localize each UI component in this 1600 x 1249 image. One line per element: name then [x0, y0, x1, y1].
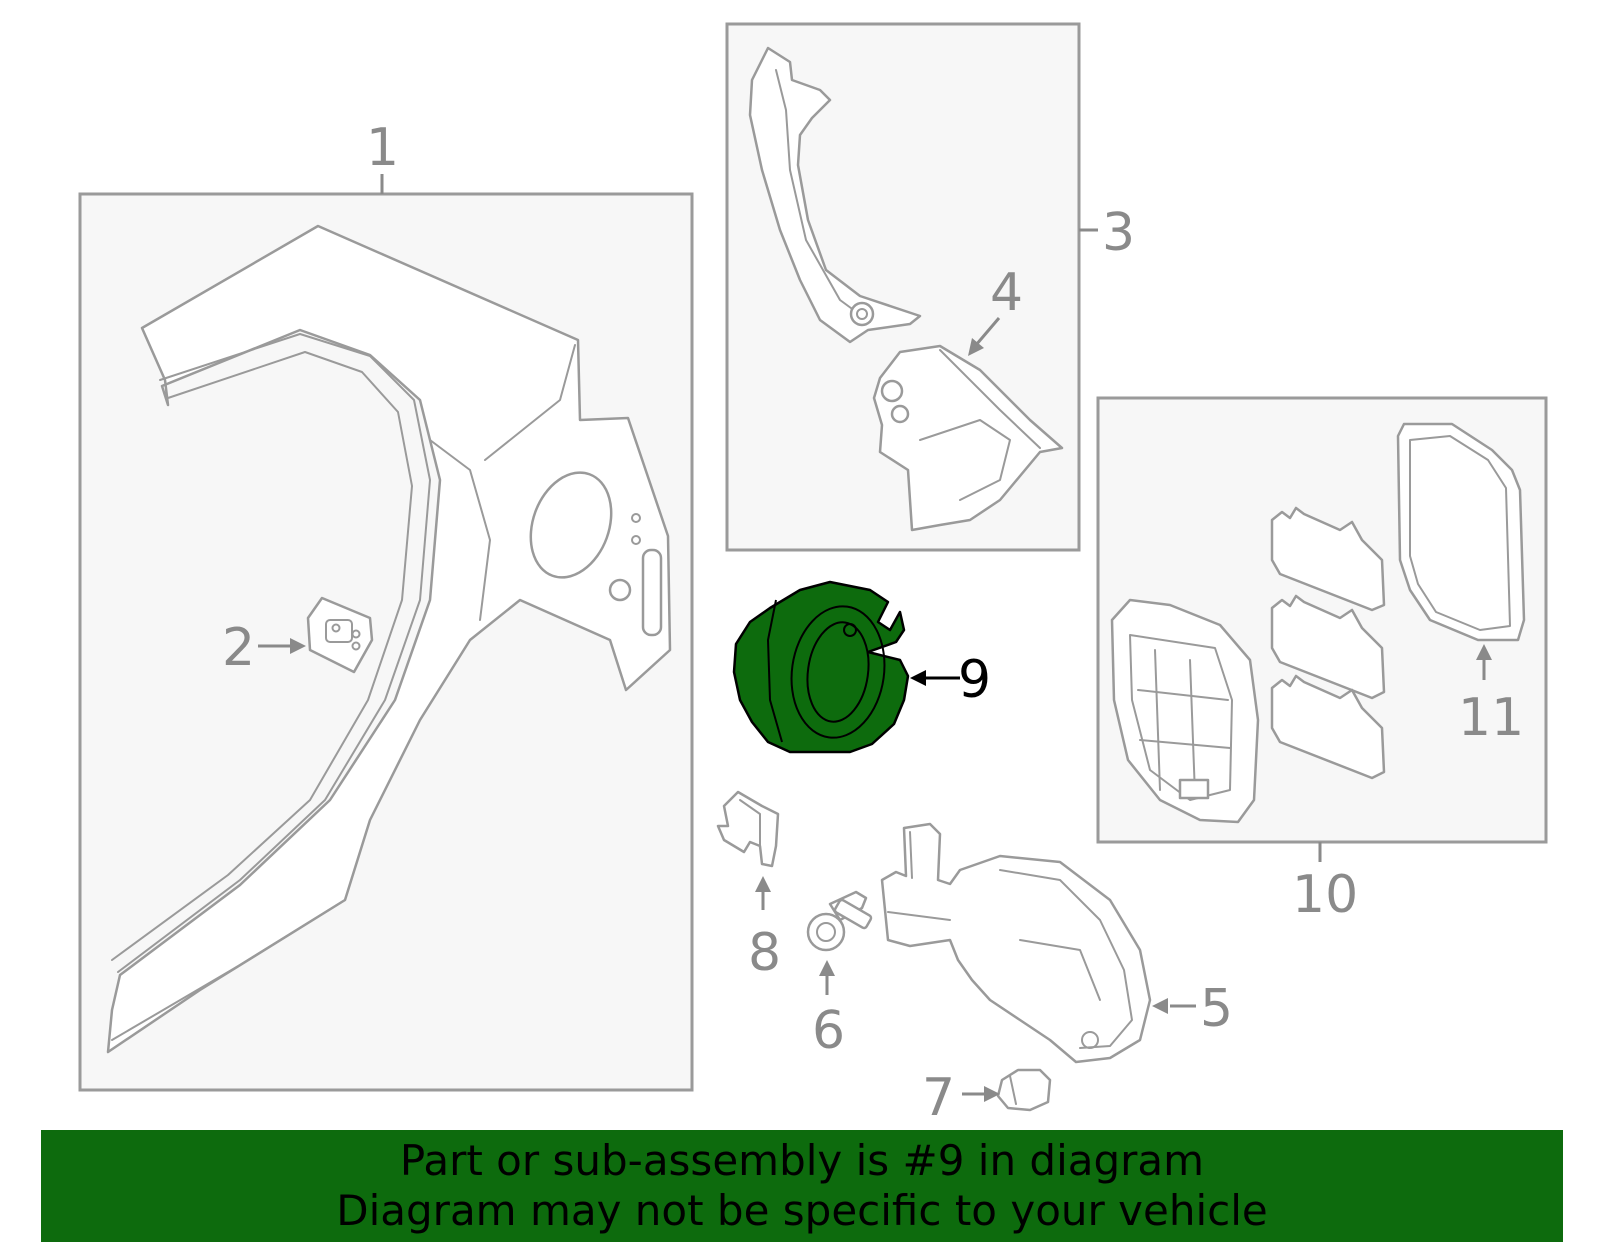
- part-8-clip[interactable]: [716, 790, 780, 868]
- part-4-panel[interactable]: [872, 344, 1064, 532]
- callout-5[interactable]: 5: [1200, 979, 1233, 1039]
- callout-10[interactable]: 10: [1292, 865, 1358, 925]
- parts-diagram: 1 2 3: [78, 22, 1548, 1128]
- callout-4[interactable]: 4: [990, 263, 1023, 323]
- callout-7[interactable]: 7: [922, 1068, 955, 1128]
- callout-2[interactable]: 2: [222, 618, 255, 678]
- callout-8[interactable]: 8: [748, 923, 781, 983]
- callout-3[interactable]: 3: [1102, 203, 1135, 263]
- part-9-filler-housing[interactable]: [732, 580, 910, 754]
- part-3-pillar[interactable]: [748, 46, 922, 344]
- part-2-bracket[interactable]: [306, 596, 374, 674]
- part-10-seals[interactable]: [1270, 506, 1386, 780]
- part-5-fuel-door[interactable]: [880, 822, 1152, 1064]
- part-11-gasket[interactable]: [1396, 422, 1526, 642]
- quarter-panel[interactable]: [106, 224, 672, 1054]
- callout-9[interactable]: 9: [958, 650, 991, 710]
- part-7-clip[interactable]: [996, 1068, 1052, 1112]
- part-10-housing[interactable]: [1110, 598, 1260, 824]
- callout-11[interactable]: 11: [1458, 688, 1524, 748]
- callout-6[interactable]: 6: [812, 1001, 845, 1061]
- info-banner: Part or sub-assembly is #9 in diagram Di…: [41, 1130, 1563, 1242]
- part-group-10[interactable]: 10 11: [1096, 396, 1548, 925]
- arrowhead-9: [910, 670, 926, 686]
- part-group-3[interactable]: 3 4: [725, 22, 1135, 552]
- part-group-1[interactable]: 1 2: [78, 118, 694, 1092]
- banner-line-1: Part or sub-assembly is #9 in diagram: [399, 1136, 1205, 1185]
- banner-line-2: Diagram may not be specific to your vehi…: [336, 1186, 1268, 1235]
- callout-1[interactable]: 1: [366, 118, 399, 178]
- part-6-bolt[interactable]: [806, 890, 873, 952]
